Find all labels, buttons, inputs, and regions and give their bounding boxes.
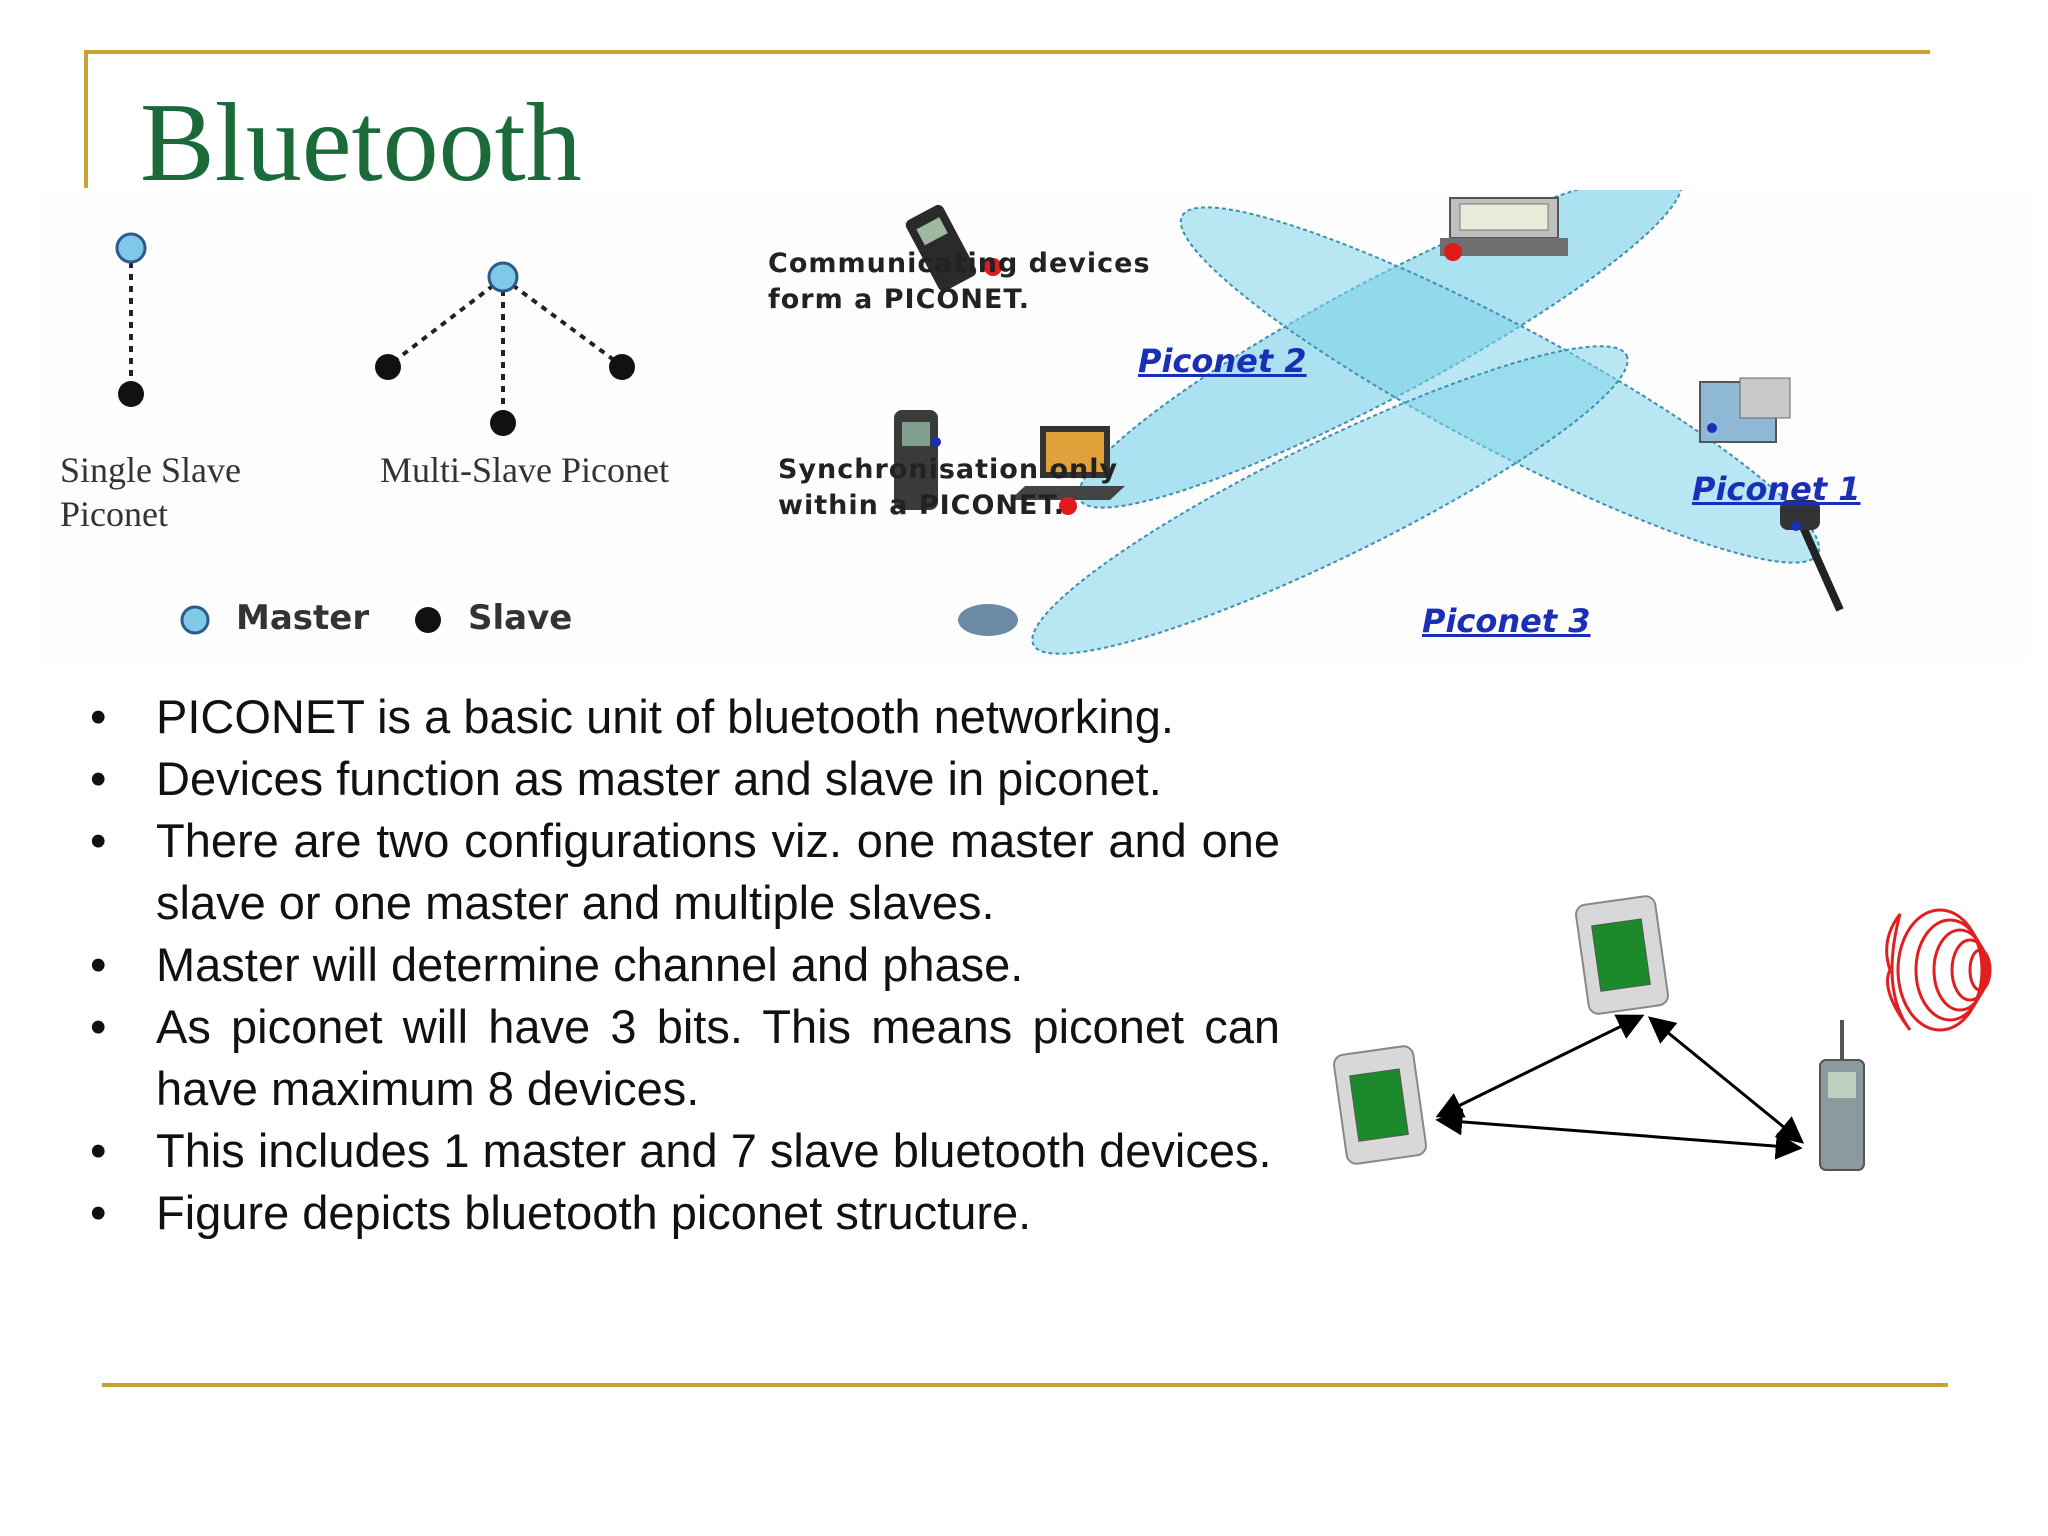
bullet-item: • Figure depicts bluetooth piconet struct… xyxy=(90,1182,1280,1244)
multi-slave-label: Multi-Slave Piconet xyxy=(380,450,669,490)
single-slave-label-line2: Piconet xyxy=(60,494,168,534)
bullet-marker: • xyxy=(90,938,107,991)
bottom-rule xyxy=(102,1383,1948,1387)
pda-top-icon xyxy=(1440,197,1568,256)
legend-master-label: Master xyxy=(236,598,370,638)
multi-link-left xyxy=(386,276,505,368)
bullet-item: • As piconet will have 3 bits. This means… xyxy=(90,996,1280,1120)
bullet-item: • This includes 1 master and 7 slave blue… xyxy=(90,1120,1280,1182)
phone-slave-dot xyxy=(931,437,941,447)
piconet-2-master-dot xyxy=(984,258,1002,276)
piconet-2-label: Piconet 2 xyxy=(1138,342,1307,380)
bullet-marker: • xyxy=(90,752,107,805)
bullet-text: Master will determine channel and phase. xyxy=(156,938,1024,991)
single-slave-node xyxy=(118,381,144,407)
multi-slave-node-2 xyxy=(490,410,516,436)
piconet-note-1: Communicating devices form a PICONET. xyxy=(768,246,1151,318)
pda-top-device-icon xyxy=(1575,895,1669,1015)
piconet-note-2: Synchronisation only within a PICONET. xyxy=(778,452,1118,524)
link-left-to-top xyxy=(1435,1014,1645,1118)
top-rule xyxy=(84,50,1930,54)
slide-title: Bluetooth xyxy=(140,81,582,205)
printer-slave-dot xyxy=(1707,423,1717,433)
piconet-1-master-dot xyxy=(1444,243,1462,261)
phone-top-left-icon xyxy=(905,204,977,292)
bullet-text: Figure depicts bluetooth piconet structu… xyxy=(156,1186,1032,1239)
bullet-marker: • xyxy=(90,1000,107,1053)
bullet-text: There are two configurations viz. one ma… xyxy=(156,814,1280,929)
piconet-3-master-dot xyxy=(1059,497,1077,515)
multi-link-right xyxy=(501,276,624,368)
legend-master-symbol xyxy=(180,605,210,635)
device-network-figure xyxy=(1333,895,1992,1171)
single-slave-label-line1: Single Slave xyxy=(60,450,241,490)
bullet-text: Devices function as master and slave in … xyxy=(156,752,1162,805)
multi-master-node xyxy=(487,261,519,293)
bullet-item: • There are two configurations viz. one m… xyxy=(90,810,1280,934)
laptop-icon xyxy=(1010,426,1125,500)
piconet-1-label: Piconet 1 xyxy=(1692,470,1861,508)
bullet-item: • Master will determine channel and phase… xyxy=(90,934,1280,996)
piconet-note-2-line1: Synchronisation only xyxy=(778,454,1119,485)
bullet-marker: • xyxy=(90,814,107,867)
bullet-marker: • xyxy=(90,1186,107,1239)
multi-slave-node-3 xyxy=(609,354,635,380)
handheld-scanner-icon xyxy=(1780,500,1844,612)
piconet-3-label: Piconet 3 xyxy=(1422,602,1591,640)
link-top-to-phone xyxy=(1647,1016,1805,1144)
single-master-node xyxy=(115,232,147,264)
piconet-3-area xyxy=(1031,345,1629,655)
left-rule xyxy=(84,50,88,188)
bullet-text: PICONET is a basic unit of bluetooth net… xyxy=(156,690,1174,743)
multi-slave-node-1 xyxy=(375,354,401,380)
mobile-phone-device-icon xyxy=(1819,1020,1865,1171)
single-slave-label: Single Slave Piconet xyxy=(60,448,241,536)
bullet-item: • Devices function as master and slave in… xyxy=(90,748,1280,810)
scanner-slave-dot xyxy=(1791,521,1801,531)
pda-left-device-icon xyxy=(1333,1045,1427,1165)
piconet-note-1-line1: Communicating devices xyxy=(768,248,1151,279)
bullet-marker: • xyxy=(90,1124,107,1177)
piconet-note-2-line2: within a PICONET. xyxy=(778,490,1066,521)
legend-slave-label: Slave xyxy=(468,598,573,638)
piconet-note-1-line2: form a PICONET. xyxy=(768,284,1030,315)
signal-waves-icon xyxy=(1885,908,1992,1032)
link-left-to-phone xyxy=(1435,1108,1803,1160)
mouse-icon xyxy=(958,604,1018,636)
piconet-diagram xyxy=(115,190,1844,655)
phone-left-icon xyxy=(894,410,938,510)
bullet-text: This includes 1 master and 7 slave bluet… xyxy=(156,1124,1272,1177)
piconet-figure: Single Slave Piconet Multi-Slave Piconet… xyxy=(40,190,2030,660)
bullet-marker: • xyxy=(90,690,107,743)
bullet-list: • PICONET is a basic unit of bluetooth ne… xyxy=(90,686,1280,1244)
bullet-item: • PICONET is a basic unit of bluetooth ne… xyxy=(90,686,1280,748)
bullet-text: As piconet will have 3 bits. This means … xyxy=(156,1000,1280,1115)
legend-slave-symbol xyxy=(415,607,441,633)
